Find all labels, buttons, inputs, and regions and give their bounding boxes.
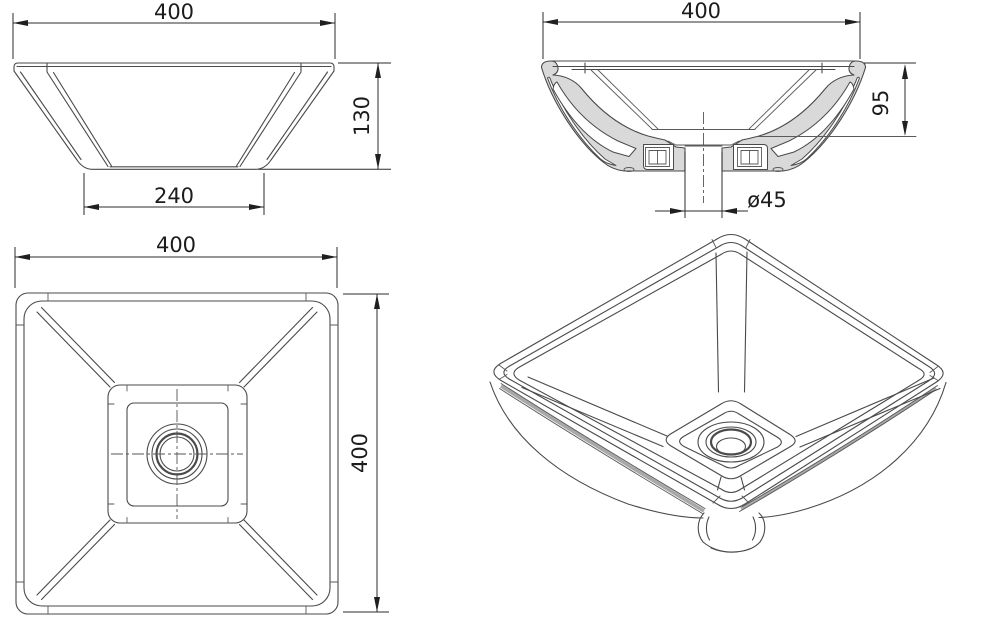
section-rim-lines — [550, 60, 857, 74]
section-drain-groove-left-detail — [645, 147, 670, 167]
section-view: 400 95 ø45 — [540, 0, 917, 218]
section-drain-diameter-label: ø45 — [747, 188, 787, 212]
front-view-outline — [13, 62, 335, 170]
section-drain-groove-left — [643, 144, 674, 170]
section-cut-left-wall — [540, 60, 686, 172]
iso-drain-hole-ellipse — [715, 437, 747, 456]
section-foot-right — [772, 167, 784, 172]
plan-dimension-lines — [14, 247, 389, 613]
plan-basin-floor-square — [126, 402, 229, 507]
plan-bowl-transition-square — [107, 384, 248, 524]
plan-depth-label: 400 — [348, 433, 372, 473]
front-height-label: 130 — [350, 96, 374, 136]
plan-view: 400 400 — [14, 233, 389, 615]
section-foot-left — [623, 167, 635, 172]
iso-drain-recess-ellipse — [705, 426, 757, 458]
section-left-wall-cavity — [547, 76, 617, 166]
plan-center-mark — [111, 389, 243, 519]
isometric-view — [489, 233, 947, 553]
plan-rim-corner-ticks — [15, 292, 339, 615]
iso-shadow-band-left — [500, 384, 705, 513]
iso-base-corner-post — [697, 512, 766, 553]
plan-corner-slope-edges — [36, 306, 318, 601]
iso-drain-outer-ellipse — [697, 421, 765, 463]
section-left-wall-cavity-inner — [552, 81, 637, 157]
iso-drain-ring — [709, 428, 753, 456]
section-drain-groove-right — [733, 144, 768, 170]
plan-inner-rim — [23, 300, 331, 607]
iso-basin-floor-diamond — [679, 410, 782, 469]
plan-width-label: 400 — [156, 233, 196, 257]
plan-outer-rim — [15, 292, 339, 615]
iso-bowl-opening-edge — [513, 250, 925, 494]
iso-body-silhouette — [489, 381, 947, 519]
iso-bowl-transition-diamond — [665, 400, 796, 480]
iso-interior-corner-edges — [521, 251, 941, 491]
plan-dimension-arrows — [15, 254, 380, 612]
iso-rim-mid-edge — [503, 241, 936, 502]
iso-shadow-band-edges — [499, 383, 938, 514]
section-cut-right-wall — [721, 60, 867, 172]
section-depth-label: 95 — [869, 90, 893, 117]
plan-transition-corner-ticks — [108, 385, 247, 524]
front-view-dimension-arrows — [13, 20, 381, 210]
front-view: 400 130 240 — [12, 0, 391, 215]
section-right-wall-cavity — [790, 76, 860, 166]
front-base-width-label: 240 — [154, 184, 194, 208]
section-width-label: 400 — [681, 0, 721, 23]
front-view-dimension-lines — [12, 13, 391, 215]
section-right-wall-cavity-inner — [770, 81, 855, 157]
section-dimension-lines — [542, 12, 916, 218]
iso-rim-outer-edge — [493, 233, 944, 510]
front-width-label: 400 — [154, 0, 194, 24]
iso-shadow-band-right — [740, 386, 937, 511]
section-drain-groove-right-detail — [737, 147, 762, 167]
